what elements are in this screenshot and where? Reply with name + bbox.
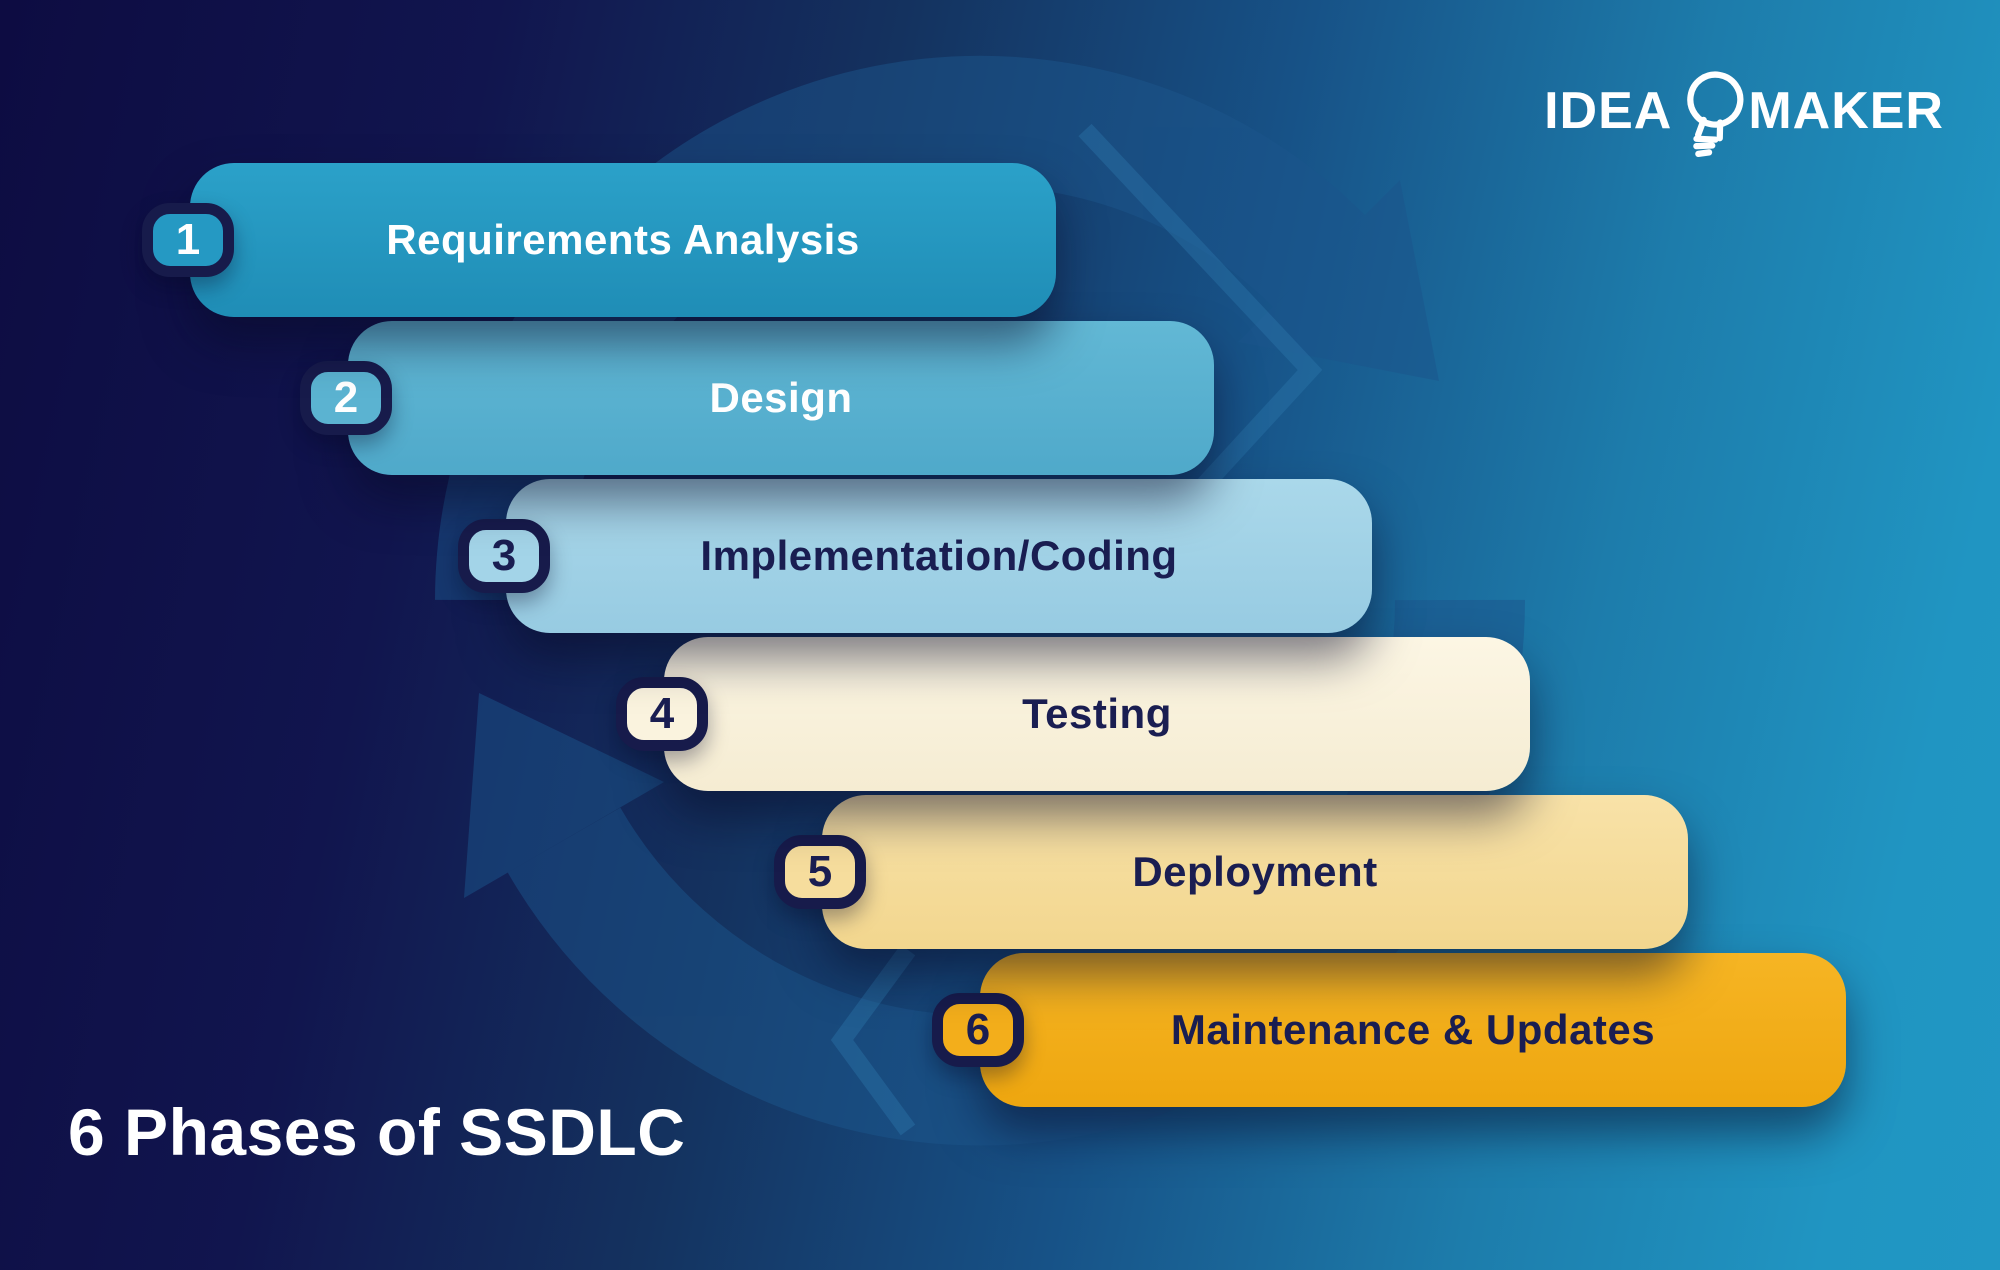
phase-number-badge: 5 xyxy=(774,835,866,909)
ideamaker-logo: IDEA MAKER xyxy=(1544,58,1944,164)
phase-bar: 3 Implementation/Coding xyxy=(458,479,1372,633)
phase-bar: 5 Deployment xyxy=(774,795,1688,949)
phase-bar: 4 Testing xyxy=(616,637,1530,791)
phase-label: Maintenance & Updates xyxy=(1170,1006,1656,1053)
page-title: 6 Phases of SSDLC xyxy=(68,1095,686,1169)
phase-number-badge: 1 xyxy=(142,203,234,277)
phase-number-badge: 6 xyxy=(932,993,1024,1067)
phase-bar: 6 Maintenance & Updates xyxy=(932,953,1846,1107)
phase-number-badge: 2 xyxy=(300,361,392,435)
phase-label: Deployment xyxy=(1132,848,1378,895)
phase-label: Requirements Analysis xyxy=(386,216,860,263)
logo-word-idea: IDEA xyxy=(1544,82,1673,140)
phase-bar: 2 Design xyxy=(300,321,1214,475)
logo-word-maker: MAKER xyxy=(1748,82,1944,140)
phase-label: Testing xyxy=(1022,690,1172,737)
phase-label: Design xyxy=(709,374,853,421)
phase-number-badge: 4 xyxy=(616,677,708,751)
phase-number-badge: 3 xyxy=(458,519,550,593)
lightbulb-icon xyxy=(1687,71,1744,157)
phase-label: Implementation/Coding xyxy=(700,532,1178,579)
phase-bar: 1 Requirements Analysis xyxy=(142,163,1056,317)
